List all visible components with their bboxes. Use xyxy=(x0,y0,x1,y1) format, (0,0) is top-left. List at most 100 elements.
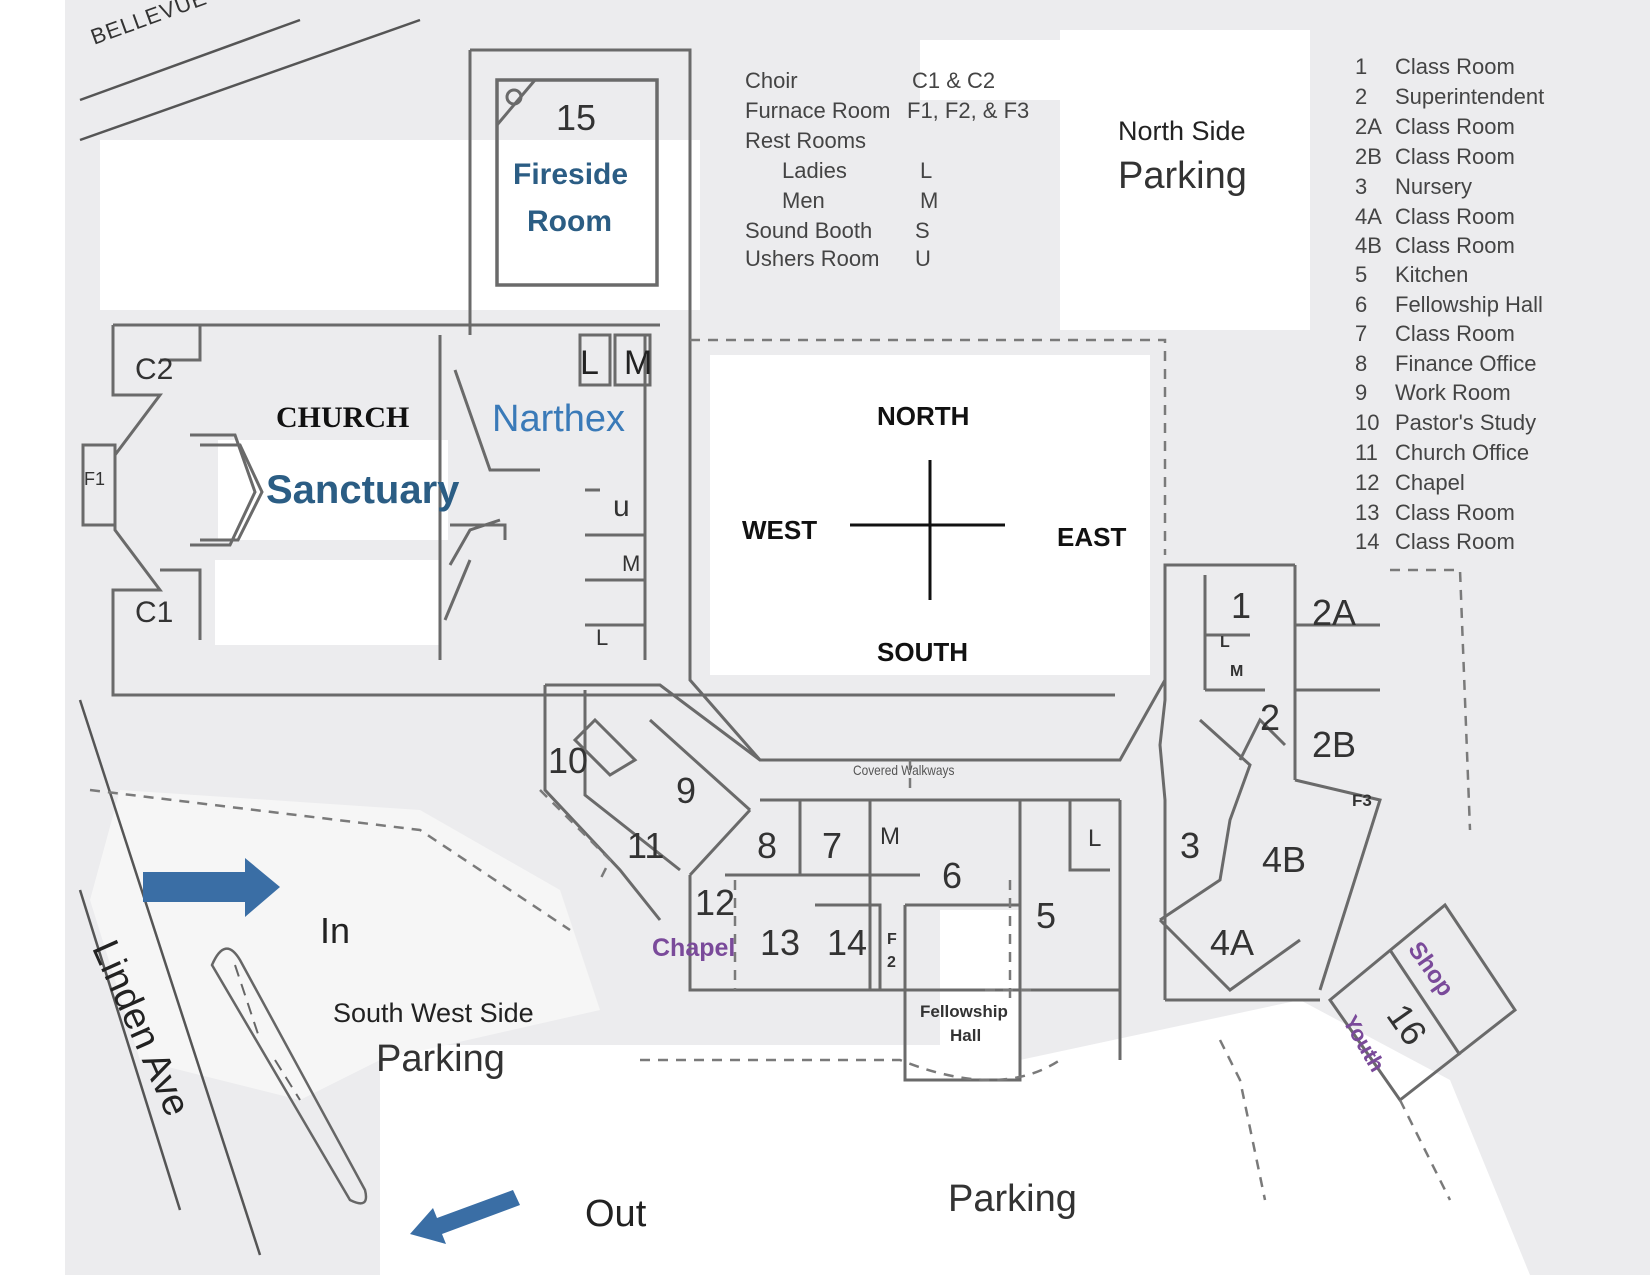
legend-room-name: Superintendent xyxy=(1395,84,1545,109)
legend-room-name: Finance Office xyxy=(1395,351,1537,376)
north-parking-label-line1: North Side xyxy=(1118,116,1246,146)
mens-room-east-label: M xyxy=(1230,663,1244,680)
legend-room-number: 14 xyxy=(1355,529,1380,554)
legend-room-number: 6 xyxy=(1355,292,1368,317)
legend-room-number: 4A xyxy=(1355,204,1382,229)
legend-key-name: Sound Booth xyxy=(745,218,873,243)
median-island xyxy=(210,947,368,1205)
out-arrow xyxy=(410,1190,520,1244)
legend-room-name: Chapel xyxy=(1395,470,1465,495)
legend-key-name: Choir xyxy=(745,68,798,93)
ushers-room-label: u xyxy=(613,490,630,523)
covered-walkways-label: Covered Walkways xyxy=(853,762,955,778)
fireside-label-line2: Room xyxy=(527,205,612,238)
room-f1-label: F1 xyxy=(84,469,106,489)
ladies-room-narthex-label: L xyxy=(580,344,599,382)
narthex-label: Narthex xyxy=(492,398,626,440)
legend-key-code: U xyxy=(915,246,931,271)
legend-room-name: Class Room xyxy=(1395,204,1515,229)
legend-key-name: Furnace Room xyxy=(745,98,891,123)
bellevue-street xyxy=(79,18,421,142)
legend-room-name: Class Room xyxy=(1395,321,1515,346)
room-11-label: 11 xyxy=(627,825,665,866)
ladies-room-west-label: L xyxy=(596,625,609,650)
room-7-label: 7 xyxy=(822,825,843,866)
building-walls xyxy=(81,48,1518,1103)
legend-key-code: L xyxy=(920,158,933,183)
legend-room-name: Pastor's Study xyxy=(1395,410,1537,435)
legend-room-number: 1 xyxy=(1355,54,1368,79)
room-12-label: 12 xyxy=(695,882,736,923)
mens-room-center-label: M xyxy=(880,823,900,850)
sw-parking-label-line2: Parking xyxy=(376,1038,505,1080)
room-9-label: 9 xyxy=(676,770,697,811)
legend-room-number: 11 xyxy=(1355,440,1378,465)
church-label: CHURCH xyxy=(276,401,410,434)
compass-north: NORTH xyxy=(877,401,970,431)
ladies-room-east-label: L xyxy=(1220,634,1230,651)
legend-room-name: Nursery xyxy=(1395,174,1473,199)
legend-room-name: Kitchen xyxy=(1395,262,1469,287)
fellowship-hall-label-line2: Hall xyxy=(950,1026,982,1045)
legend-room-number: 12 xyxy=(1355,470,1380,495)
legend-room-name: Class Room xyxy=(1395,529,1515,554)
legend-key-name: Rest Rooms xyxy=(745,128,867,153)
legend-room-number: 8 xyxy=(1355,351,1368,376)
legend-room-name: Fellowship Hall xyxy=(1395,292,1543,317)
legend-key-code: M xyxy=(920,188,939,213)
legend-room-name: Class Room xyxy=(1395,144,1515,169)
compass-east: EAST xyxy=(1057,522,1127,552)
legend-room-number: 2B xyxy=(1355,144,1382,169)
legend-room-name: Class Room xyxy=(1395,54,1515,79)
legend-room-number: 3 xyxy=(1355,174,1368,199)
room-4a-label: 4A xyxy=(1210,922,1255,963)
room-2a-label: 2A xyxy=(1312,592,1357,633)
legend-room-number: 9 xyxy=(1355,380,1368,405)
room-15-label: 15 xyxy=(556,97,597,138)
exit-out-label: Out xyxy=(585,1193,647,1235)
fellowship-hall-label-line1: Fellowship xyxy=(920,1002,1008,1021)
legend-room-number: 7 xyxy=(1355,321,1368,346)
sw-parking-label-line1: South West Side xyxy=(333,998,534,1028)
south-parking-area xyxy=(380,1000,1530,1275)
legend-room-name: Class Room xyxy=(1395,114,1515,139)
room-10-label: 10 xyxy=(548,740,589,781)
room-c1-label: C1 xyxy=(135,596,174,629)
legend-key-name: Ladies xyxy=(782,158,847,183)
room-f2-label-line1: F xyxy=(887,931,897,948)
compass-cross xyxy=(850,460,1005,600)
in-arrow xyxy=(143,858,280,917)
room-1-label: 1 xyxy=(1231,585,1252,626)
legend-key-code: S xyxy=(915,218,930,243)
room-8-label: 8 xyxy=(757,825,778,866)
legend-room-name: Church Office xyxy=(1395,440,1530,465)
legend-room-name: Class Room xyxy=(1395,233,1515,258)
entrance-in-label: In xyxy=(320,910,351,951)
legend-room-number: 4B xyxy=(1355,233,1382,258)
fireside-label-line1: Fireside xyxy=(513,158,629,191)
room-c2-label: C2 xyxy=(135,353,174,386)
room-13-label: 13 xyxy=(760,922,801,963)
room-5-label: 5 xyxy=(1036,895,1057,936)
room-4b-label: 4B xyxy=(1262,839,1307,880)
dashed-paths xyxy=(89,338,1472,1201)
legend-room-number: 10 xyxy=(1355,410,1380,435)
legend-room-number: 2A xyxy=(1355,114,1382,139)
legend-key-name: Ushers Room xyxy=(745,246,880,271)
chapel-label: Chapel xyxy=(652,934,736,962)
ladies-room-center-label: L xyxy=(1088,825,1102,852)
legend-key-code: C1 & C2 xyxy=(912,68,996,93)
room-6-label: 6 xyxy=(942,855,963,896)
legend-key-code: F1, F2, & F3 xyxy=(907,98,1030,123)
room-2b-label: 2B xyxy=(1312,724,1357,765)
room-3-label: 3 xyxy=(1180,825,1201,866)
compass-west: WEST xyxy=(742,515,818,545)
mens-room-narthex-label: M xyxy=(624,344,653,382)
room-f3-label: F3 xyxy=(1352,791,1372,810)
sanctuary-label: Sanctuary xyxy=(266,468,460,512)
room-f2-label-line2: 2 xyxy=(887,954,896,971)
legend-key-name: Men xyxy=(782,188,825,213)
room-2-label: 2 xyxy=(1260,697,1281,738)
